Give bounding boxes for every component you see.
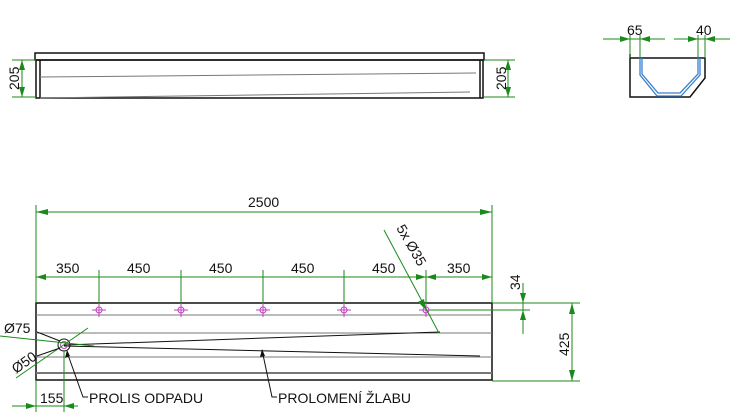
hole-callout: 5x Ø35 [393,222,430,269]
top-view: 205 205 [6,52,515,99]
overall-length: 2500 [248,194,279,210]
label-break: PROLOMENÍ ŽLABU [278,390,411,406]
height-dim: 425 [556,332,572,356]
label-outlet: PROLIS ODPADU [89,390,203,406]
spacing-2: 450 [127,260,151,276]
top-height-left: 205 [6,66,22,90]
spacing-5: 450 [372,260,396,276]
front-view: 2500 350 450 450 450 450 350 5x Ø35 34 4… [0,194,580,412]
section-view: 65 40 [603,22,730,98]
section-dim-right: 40 [696,22,712,38]
spacing-4: 450 [291,260,315,276]
outlet-offset: 155 [40,390,64,406]
spacing-3: 450 [209,260,233,276]
top-height-right: 205 [493,66,509,90]
section-dim-left: 65 [627,22,643,38]
hole-offset: 34 [507,274,523,290]
spacing-6: 350 [447,260,471,276]
outlet-outer-dim: Ø75 [4,320,31,336]
spacing-1: 350 [56,260,80,276]
